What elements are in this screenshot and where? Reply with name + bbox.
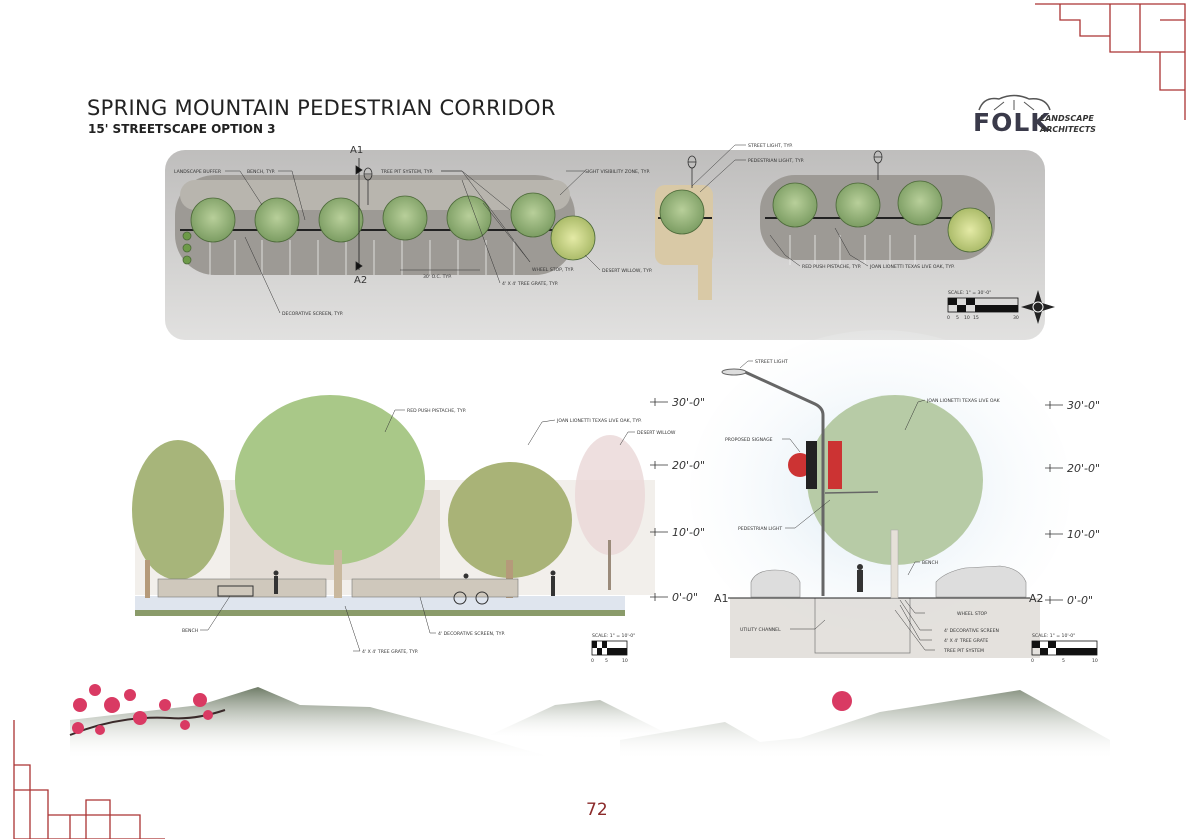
elev-left-callout-pistache: RED PUSH PISTACHE, TYP. (407, 408, 466, 414)
plan-scale-tick: 10 (964, 315, 970, 321)
height-10-left: 10'-0" (672, 526, 705, 539)
scale-tick: 0 (1031, 658, 1034, 664)
elev-right-scale-bar: SCALE: 1" = 10'-0" 0 5 10 (1031, 633, 1098, 664)
bench-elevation (217, 585, 254, 597)
scale-tick: 10 (622, 658, 628, 664)
scale-tick: 5 (605, 658, 608, 664)
corner-ornament-bottom-left (13, 720, 165, 839)
scale-tick: 0 (591, 658, 594, 664)
corner-ornament-top-right (1035, 3, 1186, 120)
plan-callout-pedestrian-light: PEDESTRIAN LIGHT, TYP. (748, 158, 804, 164)
logo-mark: FOLK (973, 108, 1051, 137)
plan-callout-live-oak: JOAN LIONETTI TEXAS LIVE OAK, TYP. (869, 264, 955, 270)
decorative-screens (157, 578, 519, 598)
height-markers-right (1045, 401, 1063, 604)
plan-scale-bar: SCALE: 1" = 30'-0" 0 5 10 15 30 (947, 290, 1019, 321)
elev-left-scale-bar: SCALE: 1" = 10'-0" 0 5 10 (591, 633, 635, 664)
height-0-right: 0'-0" (1067, 594, 1093, 607)
elev-right-callout-signage: PROPOSED SIGNAGE (725, 437, 773, 443)
elev-right-callout-bench: BENCH (922, 560, 938, 566)
logo-line-1: LANDSCAPE (1040, 114, 1094, 123)
plan-callout-decorative-screen: DECORATIVE SCREEN, TYP. (282, 311, 343, 317)
elev-right-callout-pedestrian-light: PEDESTRIAN LIGHT (738, 526, 782, 532)
plan-callout-desert-willow: DESERT WILLOW, TYP. (602, 268, 652, 274)
elev-right-callout-screen: 4' DECORATIVE SCREEN (944, 628, 999, 634)
height-0-left: 0'-0" (672, 591, 698, 604)
plan-scale-tick: 30 (1013, 315, 1019, 321)
plan-callout-landscape-buffer: LANDSCAPE BUFFER (174, 169, 222, 175)
elev-right-callout-tree-grate: 4' X 4' TREE GRATE (944, 638, 988, 644)
plan-callout-tree-pit: TREE PIT SYSTEM, TYP. (380, 169, 433, 175)
elev-right-callout-utility-channel: UTILITY CHANNEL (740, 627, 781, 633)
tree-canopy-icon (978, 94, 1051, 111)
folk-logo: FOLK LANDSCAPE ARCHITECTS (970, 94, 1120, 140)
elevation-left-trees (132, 395, 645, 598)
elevation-left-leaders (200, 409, 635, 652)
people (273, 570, 556, 605)
plan-trees (182, 180, 993, 265)
height-20-right: 20'-0" (1067, 462, 1100, 475)
plan-section-mark-a2: A2 (354, 275, 367, 286)
elev-left-callout-bench: BENCH (182, 628, 198, 634)
cars (750, 565, 1027, 598)
elevation-right: A1 A2 STREET LIGHT JOAN LIONETTI TEXAS L… (690, 330, 1100, 664)
elev-right-scale-label: SCALE: 1" = 10'-0" (1032, 633, 1075, 639)
plan-callout-sight-visibility: SIGHT VISIBILITY ZONE, TYP. (585, 169, 650, 175)
elev-right-callout-live-oak: JOAN LIONETTI TEXAS LIVE OAK (926, 398, 1001, 404)
signage-banner-red (828, 441, 842, 489)
cherry-blossom-branch (69, 684, 226, 736)
section-mark-a1: A1 (714, 592, 729, 605)
elevation-left: RED PUSH PISTACHE, TYP. JOAN LIONETTI TE… (132, 395, 676, 664)
plan-scale-tick: 5 (956, 315, 959, 321)
mountain-landscape-illustration (69, 684, 1110, 760)
scale-tick: 10 (1092, 658, 1098, 664)
elev-right-callout-wheel-stop: WHEEL STOP (957, 611, 987, 617)
site-plan: A1 A2 LANDSCAPE BUFFER BENCH, TYP. TREE … (165, 143, 1055, 340)
parking-stripes (209, 235, 916, 275)
street-light-pole (744, 370, 825, 596)
plan-scale-tick: 0 (947, 315, 950, 321)
elev-right-callout-tree-pit: TREE PIT SYSTEM (943, 648, 984, 654)
height-10-right: 10'-0" (1067, 528, 1100, 541)
page-subtitle: 15' STREETSCAPE OPTION 3 (88, 122, 276, 136)
plan-callout-tree-grate: 4' X 4' TREE GRATE, TYP. (502, 281, 558, 287)
height-20-left: 20'-0" (672, 459, 705, 472)
plan-callout-red-push-pistache: RED PUSH PISTACHE, TYP. (802, 264, 861, 270)
height-30-right: 30'-0" (1067, 399, 1100, 412)
plan-scale-label: SCALE: 1" = 30'-0" (948, 290, 991, 296)
plan-callout-bench: BENCH, TYP. (247, 169, 275, 175)
scale-tick: 5 (1062, 658, 1065, 664)
signage-banner-dark (806, 441, 817, 489)
page-title: SPRING MOUNTAIN PEDESTRIAN CORRIDOR (87, 96, 556, 120)
elevation-right-leaders (739, 360, 935, 651)
elev-left-scale-label: SCALE: 1" = 10'-0" (592, 633, 635, 639)
plan-section-mark-a1: A1 (350, 145, 363, 156)
height-markers-left (650, 398, 668, 601)
north-arrow-icon (1021, 290, 1055, 324)
logo-line-2: ARCHITECTS (1040, 125, 1096, 134)
elev-right-callout-street-light: STREET LIGHT (755, 359, 788, 365)
elev-left-callout-screen: 4' DECORATIVE SCREEN, TYP. (438, 631, 505, 637)
height-30-left: 30'-0" (672, 396, 705, 409)
elev-left-callout-live-oak: JOAN LIONETTI TEXAS LIVE OAK, TYP. (556, 418, 642, 424)
red-sun (832, 691, 852, 711)
height-markers-left-group: 30'-0" 20'-0" 10'-0" 0'-0" (650, 396, 705, 604)
page-number: 72 (586, 800, 608, 820)
plan-callout-street-light: STREET LIGHT, TYP. (748, 143, 793, 149)
section-cut-line (355, 158, 363, 271)
elev-left-callout-desert-willow: DESERT WILLOW (637, 430, 676, 436)
section-mark-a2: A2 (1029, 592, 1044, 605)
plan-leaders (225, 144, 869, 314)
plan-callout-spacing: 30' O.C. TYP. (423, 274, 452, 280)
plan-scale-tick: 15 (973, 315, 979, 321)
plan-callout-wheel-stop: WHEEL STOP, TYP. (532, 267, 574, 273)
street-light-icons (363, 150, 883, 205)
elev-left-callout-tree-grate: 4' X 4' TREE GRATE, TYP. (362, 649, 418, 655)
